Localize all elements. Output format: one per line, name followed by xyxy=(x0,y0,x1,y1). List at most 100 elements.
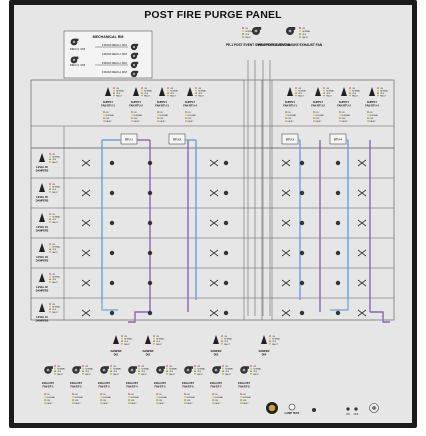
status-text: ON xyxy=(113,366,116,368)
status-text: OFF xyxy=(302,34,307,36)
exhaust-status-text: ON xyxy=(243,394,247,396)
status-text: ON xyxy=(302,28,305,30)
status-text: FAULT xyxy=(352,95,359,98)
damper-symbol xyxy=(147,280,153,286)
supply-status-text: OFF xyxy=(106,118,111,120)
status-led-off xyxy=(222,370,224,373)
level-label: DAMPERS xyxy=(36,170,49,173)
exhaust-status-text: NORMAL xyxy=(103,396,112,399)
level-label: DAMPERS xyxy=(36,200,49,203)
exhaust-fan-label: FAN EF-4 xyxy=(126,386,138,389)
exhaust-status-text: NORMAL xyxy=(131,396,140,399)
status-led-normal xyxy=(299,30,301,32)
supply-normal-led xyxy=(285,114,287,116)
level-label: DAMPERS xyxy=(36,290,49,293)
level-damper-icon xyxy=(39,243,45,252)
bottom-damper-icon xyxy=(145,335,151,344)
bottom-damper-label: D04 xyxy=(262,354,267,357)
supply-status-text: ON xyxy=(316,112,320,114)
status-text: OFF xyxy=(298,93,303,95)
mech-left-fan-icon xyxy=(70,56,79,64)
mech-row-1-right: FROM MECH. RM xyxy=(102,43,127,47)
status-text: ON xyxy=(52,274,55,276)
status-text: OFF xyxy=(52,249,57,251)
exhaust-on-led xyxy=(156,393,158,395)
supply-on-led xyxy=(185,111,187,113)
mech-right-fan-icon xyxy=(130,43,139,51)
status-led-normal xyxy=(269,337,271,340)
status-text: FAULT xyxy=(298,95,305,98)
damper-symbol xyxy=(223,160,229,166)
exhaust-fault-led xyxy=(72,402,74,404)
status-led-normal xyxy=(323,89,325,92)
status-text: OFF xyxy=(169,371,174,373)
status-text: ON xyxy=(224,336,227,338)
status-text: NORMAL xyxy=(113,368,121,371)
exhaust-fan-label: EXHAUST xyxy=(182,382,194,385)
status-text: NORMAL xyxy=(52,186,60,189)
status-led-off xyxy=(195,92,197,94)
status-led-off xyxy=(295,92,297,94)
exhaust-normal-led xyxy=(100,396,102,398)
toggle-switch[interactable] xyxy=(312,408,316,412)
exhaust-on-led xyxy=(128,393,130,395)
status-text: NORMAL xyxy=(298,90,306,93)
supply-status-text: ON xyxy=(342,112,346,114)
status-text: FAULT xyxy=(272,343,279,346)
status-led-fault xyxy=(110,373,112,375)
status-text: OFF xyxy=(52,159,57,161)
status-led-normal xyxy=(167,89,169,92)
status-text: OFF xyxy=(224,341,229,343)
status-text: ON xyxy=(85,366,88,368)
status-text: FAULT xyxy=(224,343,231,346)
damper-x-symbol xyxy=(209,309,219,317)
status-text: OFF xyxy=(52,219,57,221)
status-led-fault xyxy=(323,94,325,97)
level-label: LEVEL 06 xyxy=(36,166,48,169)
supply-status-text: FAULT xyxy=(106,120,113,123)
status-text: ON xyxy=(225,366,228,368)
lamp-test-button[interactable] xyxy=(288,403,296,411)
supply-on-led xyxy=(285,111,287,113)
supply-fan-damper-icon xyxy=(133,87,139,96)
supply-fan-label: SUPPLY xyxy=(285,100,295,104)
level-label: LEVEL 01 xyxy=(36,316,48,319)
status-text: ON xyxy=(253,366,256,368)
status-led-off xyxy=(82,370,84,373)
status-text: NORMAL xyxy=(245,30,253,33)
mech-row-4-right: FROM MECH. RM xyxy=(102,70,127,74)
supply-fan-label: SUPPLY xyxy=(339,100,349,104)
status-led-normal xyxy=(194,367,196,370)
status-led-normal xyxy=(138,367,140,370)
status-led-fault xyxy=(250,373,252,375)
status-text: NORMAL xyxy=(52,306,60,309)
exhaust-off-led xyxy=(100,399,102,401)
exhaust-off-led xyxy=(156,399,158,401)
damper-symbol xyxy=(147,190,153,196)
status-text: FAULT xyxy=(144,95,151,98)
supply-on-led xyxy=(313,111,315,113)
exhaust-fan-icon xyxy=(128,366,137,374)
exhaust-fault-led xyxy=(184,402,186,404)
exhaust-status-text: ON xyxy=(103,394,107,396)
supply-status-text: FAULT xyxy=(134,120,141,123)
status-text: OFF xyxy=(141,371,146,373)
mech-left-fan-icon xyxy=(70,38,79,46)
supply-fan-label: SUPPLY xyxy=(157,100,167,104)
exhaust-fault-led xyxy=(212,402,214,404)
supply-status-text: NORMAL xyxy=(188,114,197,117)
status-text: OFF xyxy=(156,341,161,343)
status-text: OFF xyxy=(113,371,118,373)
status-led-fault xyxy=(49,221,51,223)
exhaust-status-text: FAULT xyxy=(159,402,166,405)
exhaust-off-led xyxy=(128,399,130,401)
supply-fan-label: SUPPLY xyxy=(131,100,141,104)
exhaust-fan-label: FAN EF-6 xyxy=(182,386,194,389)
level-damper-icon xyxy=(39,153,45,162)
status-text: FAULT xyxy=(302,36,309,39)
exhaust-normal-led xyxy=(240,396,242,398)
status-led-normal xyxy=(110,367,112,370)
status-text: NORMAL xyxy=(124,338,132,341)
